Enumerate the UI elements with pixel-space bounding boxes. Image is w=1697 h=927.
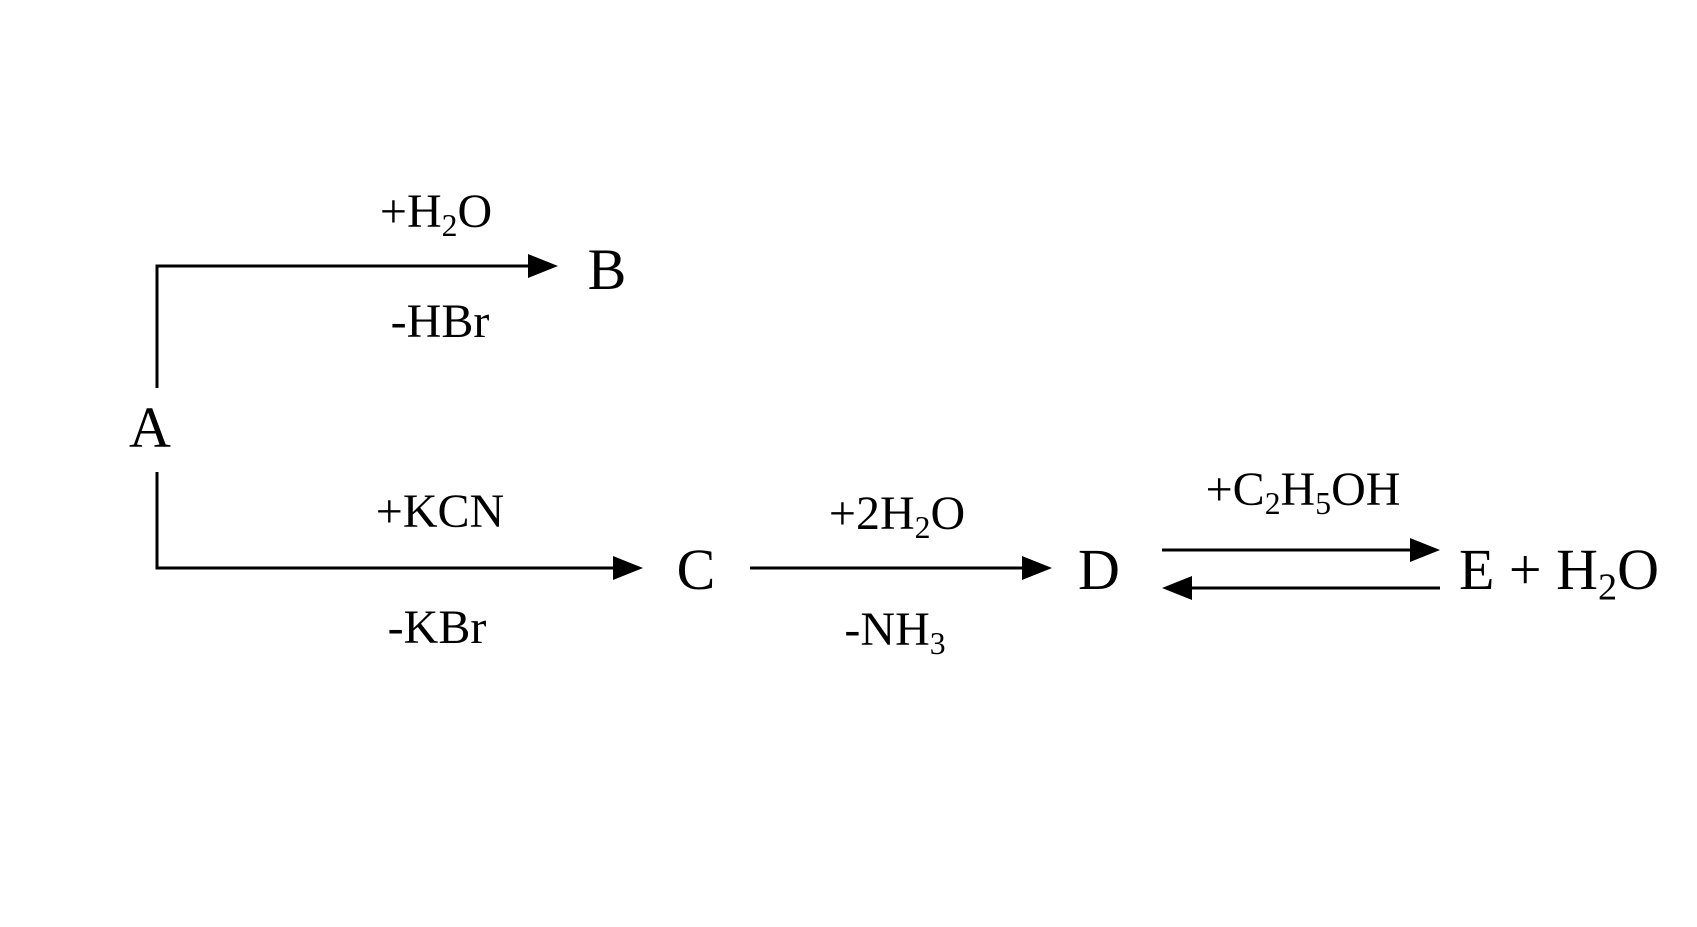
equilibrium-reverse-head: [1162, 576, 1192, 600]
water-product: H2O: [1556, 537, 1660, 609]
reagent-add-water: +H2O: [379, 185, 493, 243]
reagent-add-kcn: +KCN: [375, 485, 505, 538]
reagent-add-2-water: +2H2O: [828, 487, 966, 545]
species-e: E: [1458, 537, 1495, 602]
arrowhead-to-c: [613, 556, 643, 580]
species-e-plus-water: E + H2O: [1459, 541, 1659, 607]
arrowhead-to-b: [528, 254, 558, 278]
arrowhead-to-d: [1022, 556, 1052, 580]
species-d: D: [1078, 537, 1120, 602]
byproduct-kbr: -KBr: [387, 601, 487, 654]
species-b: B: [587, 237, 627, 302]
equilibrium-forward-head: [1410, 538, 1440, 562]
branch-line-a-to-c: [155, 472, 613, 570]
byproduct-hbr: -HBr: [390, 295, 490, 348]
byproduct-ammonia: -NH3: [844, 603, 946, 661]
branch-line-a-to-b: [155, 264, 528, 388]
species-c: C: [676, 537, 716, 602]
plus-sign: +: [1508, 537, 1542, 602]
species-a: A: [129, 395, 171, 460]
reagent-add-ethanol: +C2H5OH: [1205, 463, 1401, 521]
